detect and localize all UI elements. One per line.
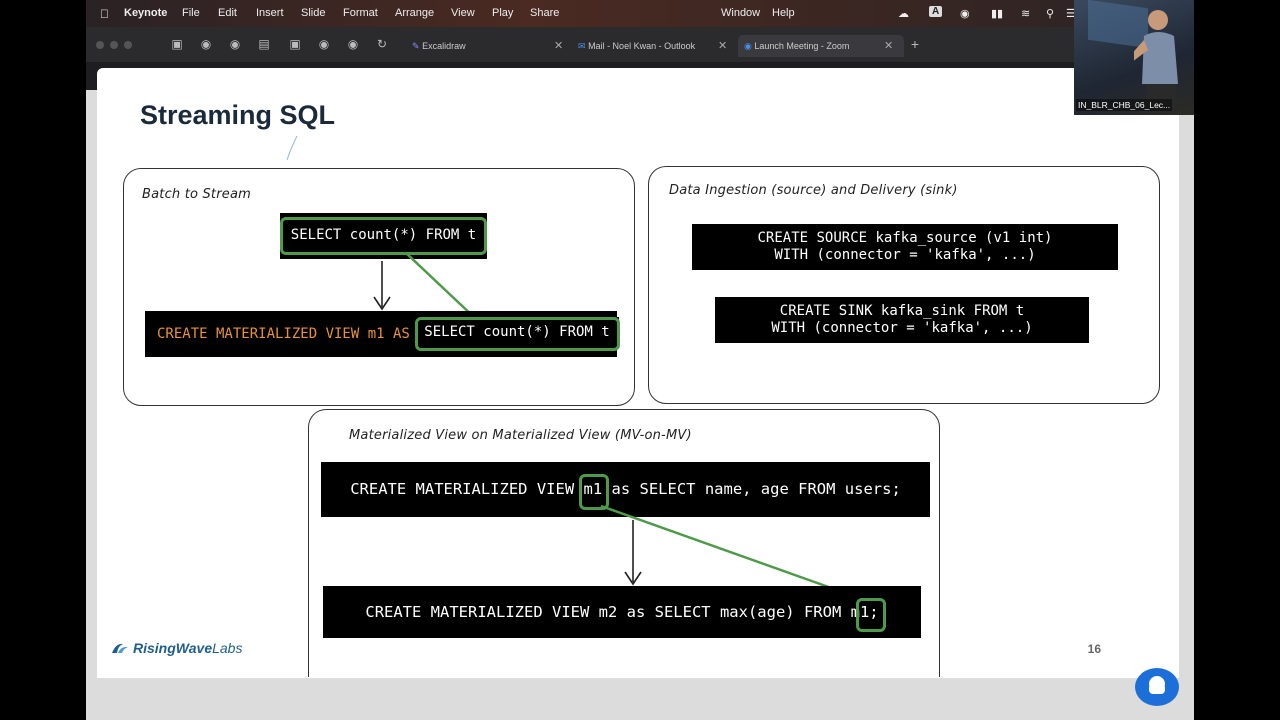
pinned-tab-github-icon[interactable]: ◉ [347, 37, 359, 51]
tab-bar: ▣ ◉ ◉ ▤ ▣ ◉ ◉ ↻ ✎ Excalidraw ✕ ✉ Mail - … [86, 27, 1194, 62]
battery-icon[interactable]: ▮▮ [991, 8, 1004, 20]
code-create-source: CREATE SOURCE kafka_source (v1 int)WITH … [692, 224, 1118, 270]
cursor-mark-icon [286, 135, 298, 161]
tab-label: Mail - Noel Kwan - Outlook [588, 41, 696, 51]
logo-suffix: Labs [212, 640, 243, 656]
menu-view[interactable]: View [451, 7, 475, 19]
code-create-mv-m2: CREATE MATERIALIZED VIEW m2 as SELECT ma… [323, 586, 921, 638]
mv-connectors [600, 504, 866, 602]
pinned-tab-github-icon[interactable]: ◉ [200, 37, 212, 51]
menu-format[interactable]: Format [343, 7, 378, 19]
pinned-tab-notion-icon[interactable]: ▣ [289, 37, 301, 51]
panel-mv-on-mv: Materialized View on Materialized View (… [308, 409, 940, 677]
panel-label: Materialized View on Materialized View (… [349, 428, 692, 443]
menu-insert[interactable]: Insert [256, 7, 284, 19]
new-tab-button[interactable]: + [910, 36, 920, 52]
search-icon[interactable]: ⚲ [1046, 8, 1055, 20]
panel-batch-to-stream: Batch to Stream SELECT count(*) FROM t C… [123, 168, 635, 406]
tab-close-icon[interactable]: ✕ [718, 40, 728, 52]
code-line: WITH (connector = 'kafka', ...) [774, 247, 1036, 263]
logo-brand: RisingWave [133, 640, 213, 656]
zoom-icon: ◉ [744, 41, 752, 51]
menu-help[interactable]: Help [772, 7, 795, 19]
chat-icon [1149, 676, 1165, 694]
highlight-box [856, 598, 886, 632]
tab-zoom[interactable]: ◉ Launch Meeting - Zoom ✕ [738, 35, 904, 57]
tab-label: Excalidraw [422, 41, 466, 51]
menu-play[interactable]: Play [492, 7, 514, 19]
code-select-query: SELECT count(*) FROM t [280, 213, 487, 259]
menu-share[interactable]: Share [530, 7, 560, 19]
code-line: WITH (connector = 'kafka', ...) [771, 320, 1033, 336]
menu-slide[interactable]: Slide [301, 7, 326, 19]
window-close-button[interactable] [96, 41, 104, 49]
control-center-icon[interactable]: ☰ [1066, 8, 1076, 20]
panel-data-ingestion: Data Ingestion (source) and Delivery (si… [648, 166, 1160, 404]
page-number: 16 [1087, 642, 1101, 656]
menu-arrange[interactable]: Arrange [395, 7, 435, 19]
risingwave-logo-icon [112, 643, 128, 653]
pinned-tab-refresh-icon[interactable]: ↻ [376, 37, 388, 51]
code-line: CREATE SOURCE kafka_source (v1 int) [757, 230, 1053, 246]
status-app-icon[interactable]: ◉ [960, 8, 970, 20]
code-highlight-m1: m1 [583, 480, 603, 498]
tab-close-icon[interactable]: ✕ [554, 40, 564, 52]
code-mv-query: SELECT count(*) FROM t [415, 317, 619, 347]
window-zoom-button[interactable] [124, 41, 132, 49]
tab-close-icon[interactable]: ✕ [884, 40, 894, 52]
code-mv-prefix: CREATE MATERIALIZED VIEW m1 AS [157, 326, 410, 342]
batch-connectors [373, 252, 477, 320]
menu-bar:  Keynote File Edit Insert Slide Format … [86, 0, 1194, 27]
highlight-box [415, 317, 620, 351]
camera-thumbnail[interactable]: IN_BLR_CHB_06_Lec... [1074, 0, 1194, 115]
window-minimize-button[interactable] [110, 41, 118, 49]
chat-button[interactable] [1135, 668, 1179, 706]
slide-title: Streaming SQL [140, 100, 336, 130]
code-part: ; [869, 603, 879, 621]
menu-file[interactable]: File [182, 7, 200, 19]
input-source-icon[interactable]: A [929, 6, 943, 17]
highlight-box [280, 217, 487, 255]
excalidraw-icon: ✎ [412, 41, 420, 51]
pinned-tab-github-icon[interactable]: ◉ [318, 37, 330, 51]
code-part: as SELECT name, age FROM users; [602, 480, 901, 498]
highlight-box [579, 474, 609, 510]
tab-outlook[interactable]: ✉ Mail - Noel Kwan - Outlook ✕ [578, 35, 728, 57]
pinned-tab-docs-icon[interactable]: ▤ [258, 37, 270, 51]
code-part: CREATE MATERIALIZED VIEW m2 as SELECT ma… [365, 603, 851, 621]
outlook-icon: ✉ [578, 41, 586, 51]
slide: Streaming SQL Batch to Stream SELECT cou… [97, 68, 1179, 678]
presenter-avatar [1134, 10, 1178, 106]
camera-label: IN_BLR_CHB_06_Lec... [1076, 99, 1173, 111]
code-highlight-m1: m1 [850, 603, 870, 621]
status-cloud-icon[interactable]: ☁ [898, 8, 909, 20]
code-line: CREATE SINK kafka_sink FROM t [779, 303, 1025, 319]
pinned-tab-notion-icon[interactable]: ▣ [171, 37, 183, 51]
risingwave-logo: RisingWaveLabs [111, 640, 242, 656]
tab-excalidraw[interactable]: ✎ Excalidraw ✕ [412, 35, 572, 57]
menu-app-name[interactable]: Keynote [124, 7, 168, 19]
apple-icon[interactable]:  [100, 7, 109, 21]
code-part: CREATE MATERIALIZED VIEW [350, 480, 584, 498]
panel-label: Batch to Stream [142, 187, 252, 202]
tab-label: Launch Meeting - Zoom [754, 41, 850, 51]
code-create-mv-m1: CREATE MATERIALIZED VIEW m1 as SELECT na… [321, 462, 930, 517]
pinned-tab-github-icon[interactable]: ◉ [229, 37, 241, 51]
wifi-icon[interactable]: ≋ [1021, 8, 1031, 20]
menu-edit[interactable]: Edit [218, 7, 237, 19]
panel-label: Data Ingestion (source) and Delivery (si… [669, 183, 958, 198]
menu-window[interactable]: Window [721, 7, 761, 19]
